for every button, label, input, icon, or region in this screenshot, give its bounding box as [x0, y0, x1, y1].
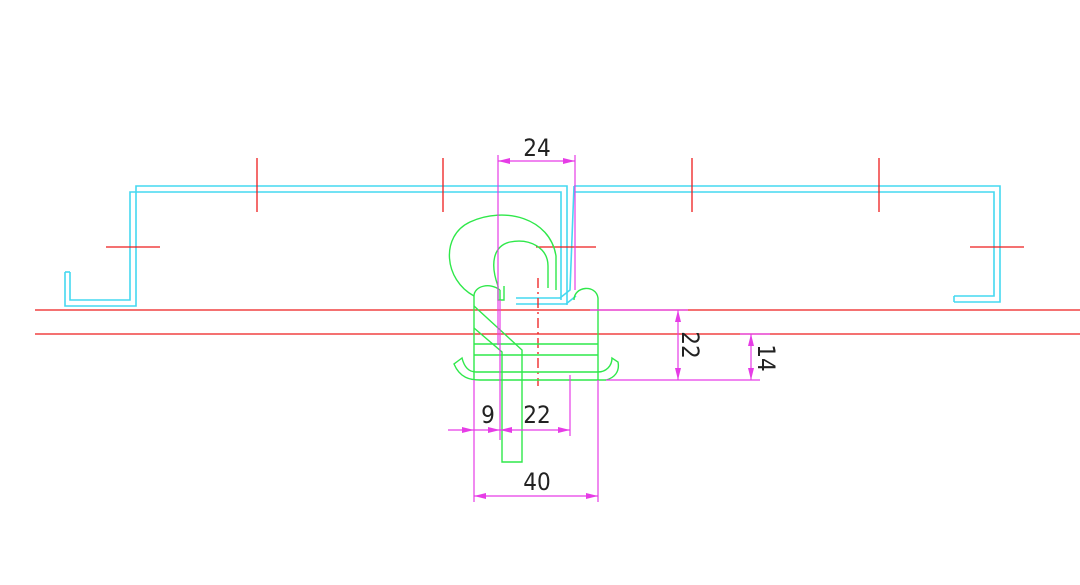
dim-label-height-total: 22 [676, 331, 704, 358]
dim-arrow [675, 368, 681, 380]
dimensions: 24 22 14 9 22 40 [448, 134, 780, 502]
dim-label-base-mid: 22 [523, 401, 550, 429]
dim-arrow [474, 493, 486, 499]
clip-hook-outer [448, 214, 557, 297]
dim-label-base-total: 40 [523, 468, 550, 496]
dim-arrow [462, 427, 474, 433]
center-marks [106, 158, 1024, 386]
seam-clip [448, 214, 620, 463]
dim-arrow [488, 427, 500, 433]
clip-body [473, 285, 501, 380]
dim-arrow [500, 427, 512, 433]
dim-label-height-inner: 14 [752, 344, 780, 371]
dim-arrow [675, 310, 681, 322]
clip-base [453, 356, 620, 381]
left-panel-outer [64, 185, 568, 307]
dim-arrow [748, 368, 754, 380]
dim-arrow [498, 158, 510, 164]
clip-leg [473, 305, 523, 463]
dim-arrow [563, 158, 575, 164]
dim-label-top-width: 24 [523, 134, 550, 162]
dim-label-base-left: 9 [481, 401, 495, 429]
dim-arrow [748, 334, 754, 346]
clip-hook-tip [497, 286, 505, 301]
reference-lines [35, 309, 1080, 335]
clip-right-wall [573, 287, 599, 380]
right-panel-inner [574, 191, 995, 297]
dim-arrow [586, 493, 598, 499]
left-panel-inner [69, 191, 562, 301]
right-panel-outer [574, 185, 1001, 303]
seam-inner [516, 295, 577, 305]
clip-hook-inner [493, 240, 549, 288]
roof-panel-profile [64, 185, 1001, 307]
dim-arrow [558, 427, 570, 433]
